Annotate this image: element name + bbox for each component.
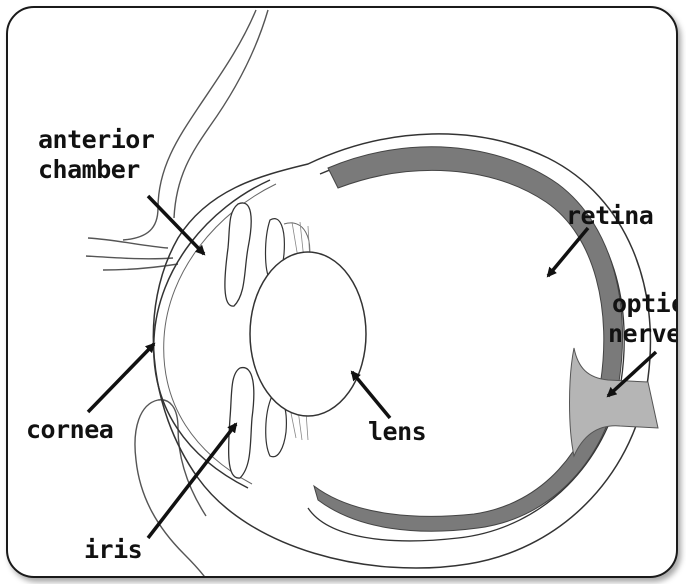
arrow-cornea	[88, 344, 154, 412]
lower-lid	[135, 400, 212, 578]
label-optic-nerve-line1: optic	[612, 290, 678, 318]
label-retina: retina	[566, 202, 653, 230]
label-anterior-chamber-line1: anterior	[38, 126, 154, 154]
arrow-lens	[352, 372, 390, 418]
iris-upper	[225, 203, 251, 306]
eye-cross-section	[8, 8, 678, 578]
label-anterior-chamber-line2: chamber	[38, 156, 140, 184]
sclera	[153, 134, 650, 568]
label-iris: iris	[84, 536, 142, 564]
label-cornea: cornea	[26, 416, 113, 444]
arrow-retina	[548, 228, 588, 276]
lens-shape	[250, 252, 366, 416]
arrow-iris	[148, 424, 236, 538]
label-lens: lens	[368, 418, 426, 446]
label-optic-nerve-line2: nerve	[608, 320, 678, 348]
iris-lower	[229, 368, 254, 479]
diagram-frame: anterior chamber retina optic nerve corn…	[6, 6, 678, 578]
arrow-anterior-chamber	[148, 196, 204, 254]
